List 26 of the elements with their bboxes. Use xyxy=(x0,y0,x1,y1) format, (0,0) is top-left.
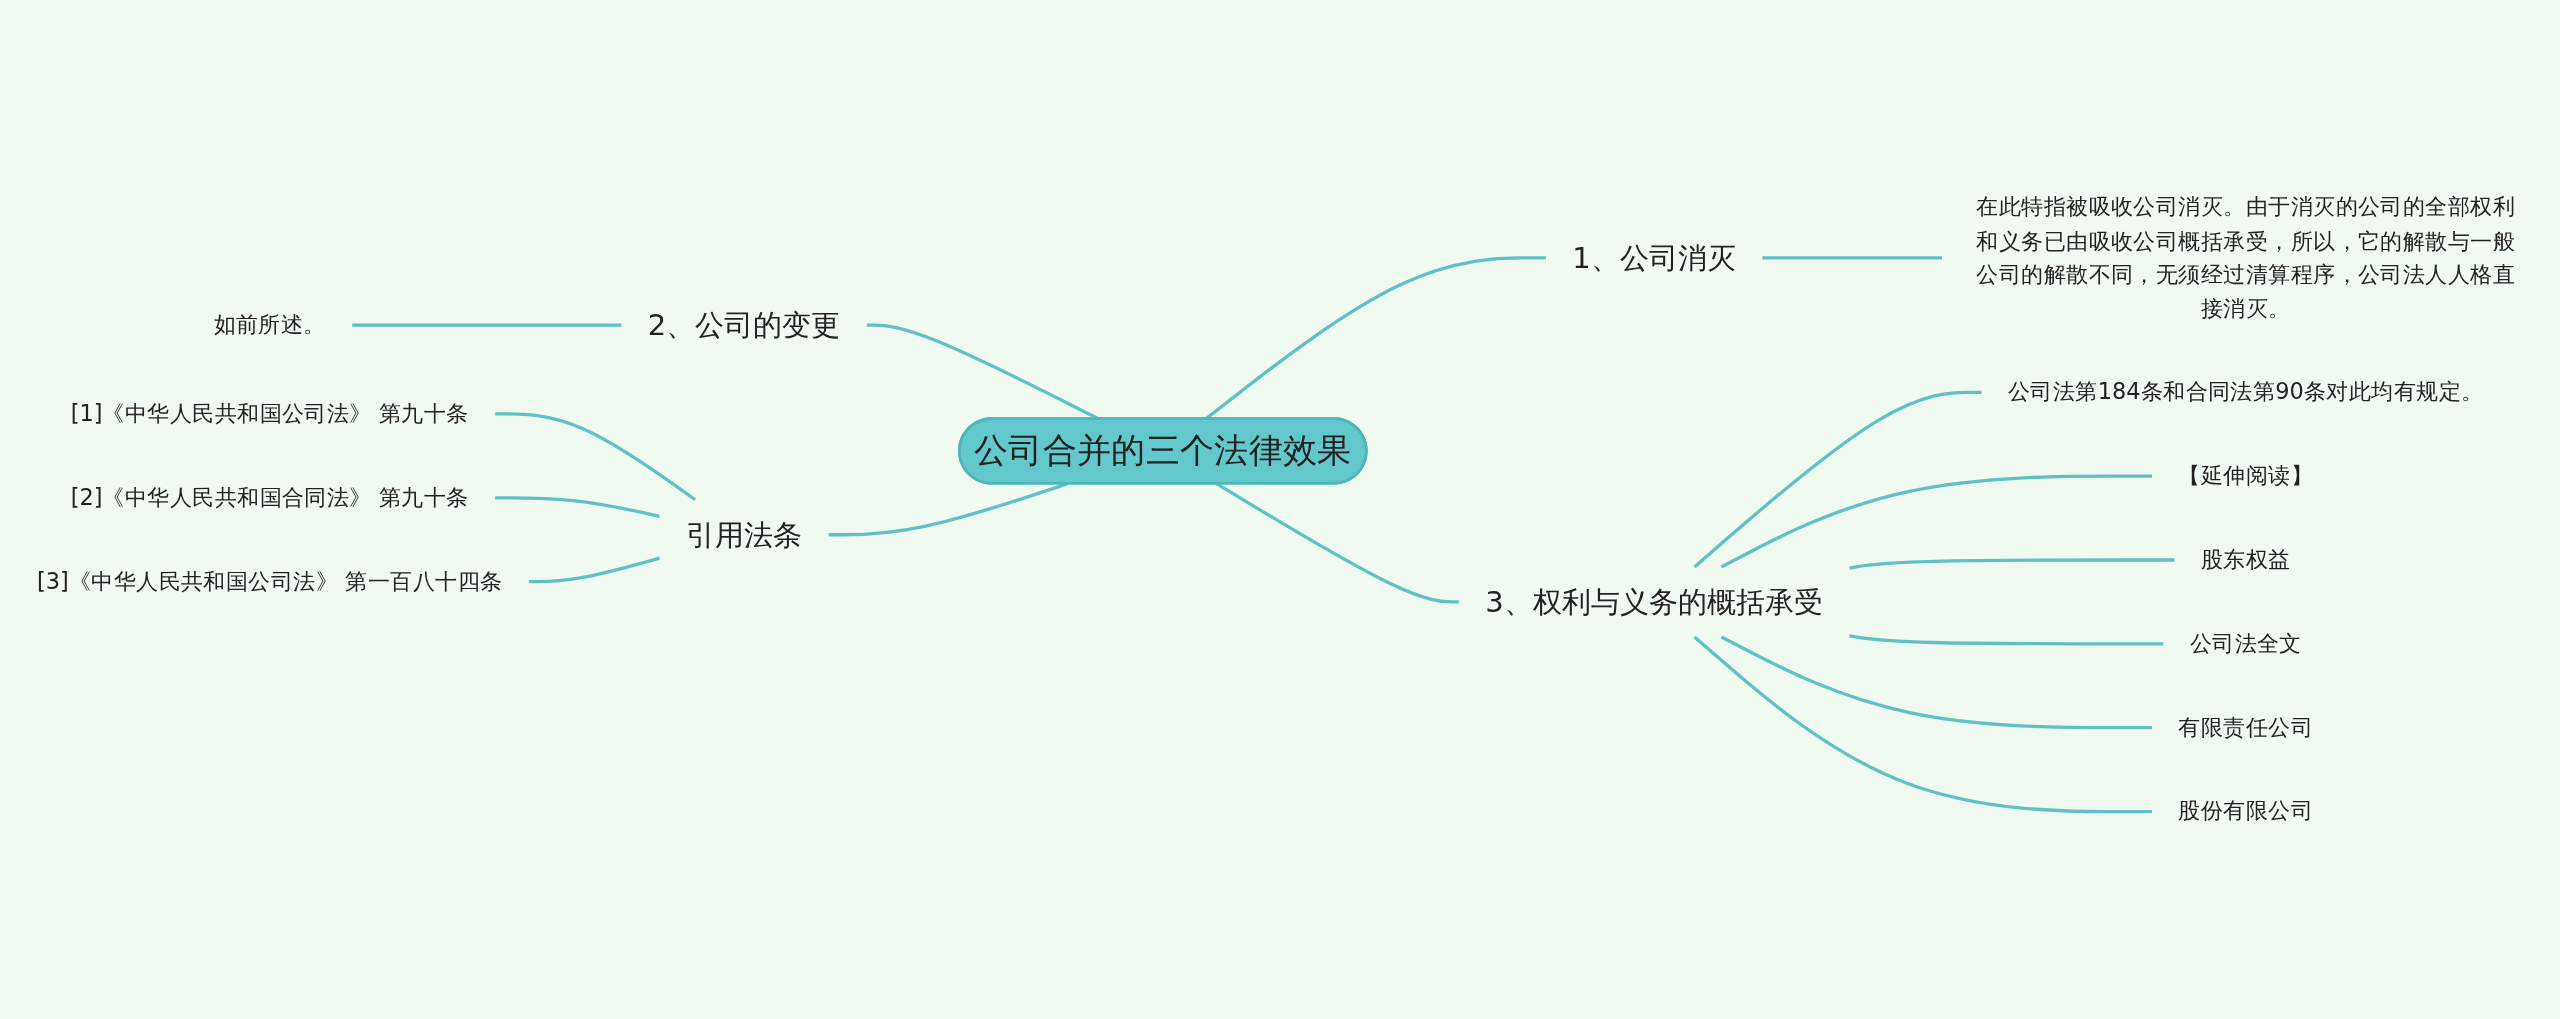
node-text: 如前所述。 xyxy=(213,310,326,338)
connector xyxy=(1693,635,2152,814)
connector xyxy=(1693,390,1982,569)
node-text: 股份有限公司 xyxy=(2178,797,2314,824)
connector xyxy=(495,412,697,502)
node-text: 【延伸阅读】 xyxy=(2178,461,2314,489)
connector xyxy=(1762,256,1942,260)
node-text: 公司法全文 xyxy=(2189,629,2302,657)
node-text: 股东权益 xyxy=(2200,545,2291,573)
node-text: 2、公司的变更 xyxy=(647,308,841,342)
node-text: 公司法第184条和合同法第90条对此均有规定。 xyxy=(2007,378,2484,405)
connector xyxy=(1849,558,2175,570)
connector xyxy=(528,556,660,584)
connector xyxy=(1720,635,2152,730)
node-text: 有限责任公司 xyxy=(2178,713,2314,740)
connector xyxy=(1849,634,2164,646)
node-text: 在此特指被吸收公司消灭。由于消灭的公司的全部权利和义务已由吸收公司概括承受，所以，它的解散与一般公司的解散不同，无须经过清算程序，公司法人人格直接消灭。 xyxy=(1976,193,2516,321)
connector xyxy=(495,496,660,518)
node-text: 引用法条 xyxy=(685,518,803,552)
node-text: 3、权利与义务的概括承受 xyxy=(1485,585,1824,619)
node-text: [3]《中华人民共和国公司法》 第一百八十四条 xyxy=(36,567,503,594)
node-text: [2]《中华人民共和国合同法》 第九十条 xyxy=(70,483,469,510)
connector xyxy=(352,323,622,327)
node-text: 1、公司消灭 xyxy=(1572,241,1737,275)
node-text: [1]《中华人民共和国公司法》 第九十条 xyxy=(70,399,469,427)
connector xyxy=(1720,474,2152,569)
